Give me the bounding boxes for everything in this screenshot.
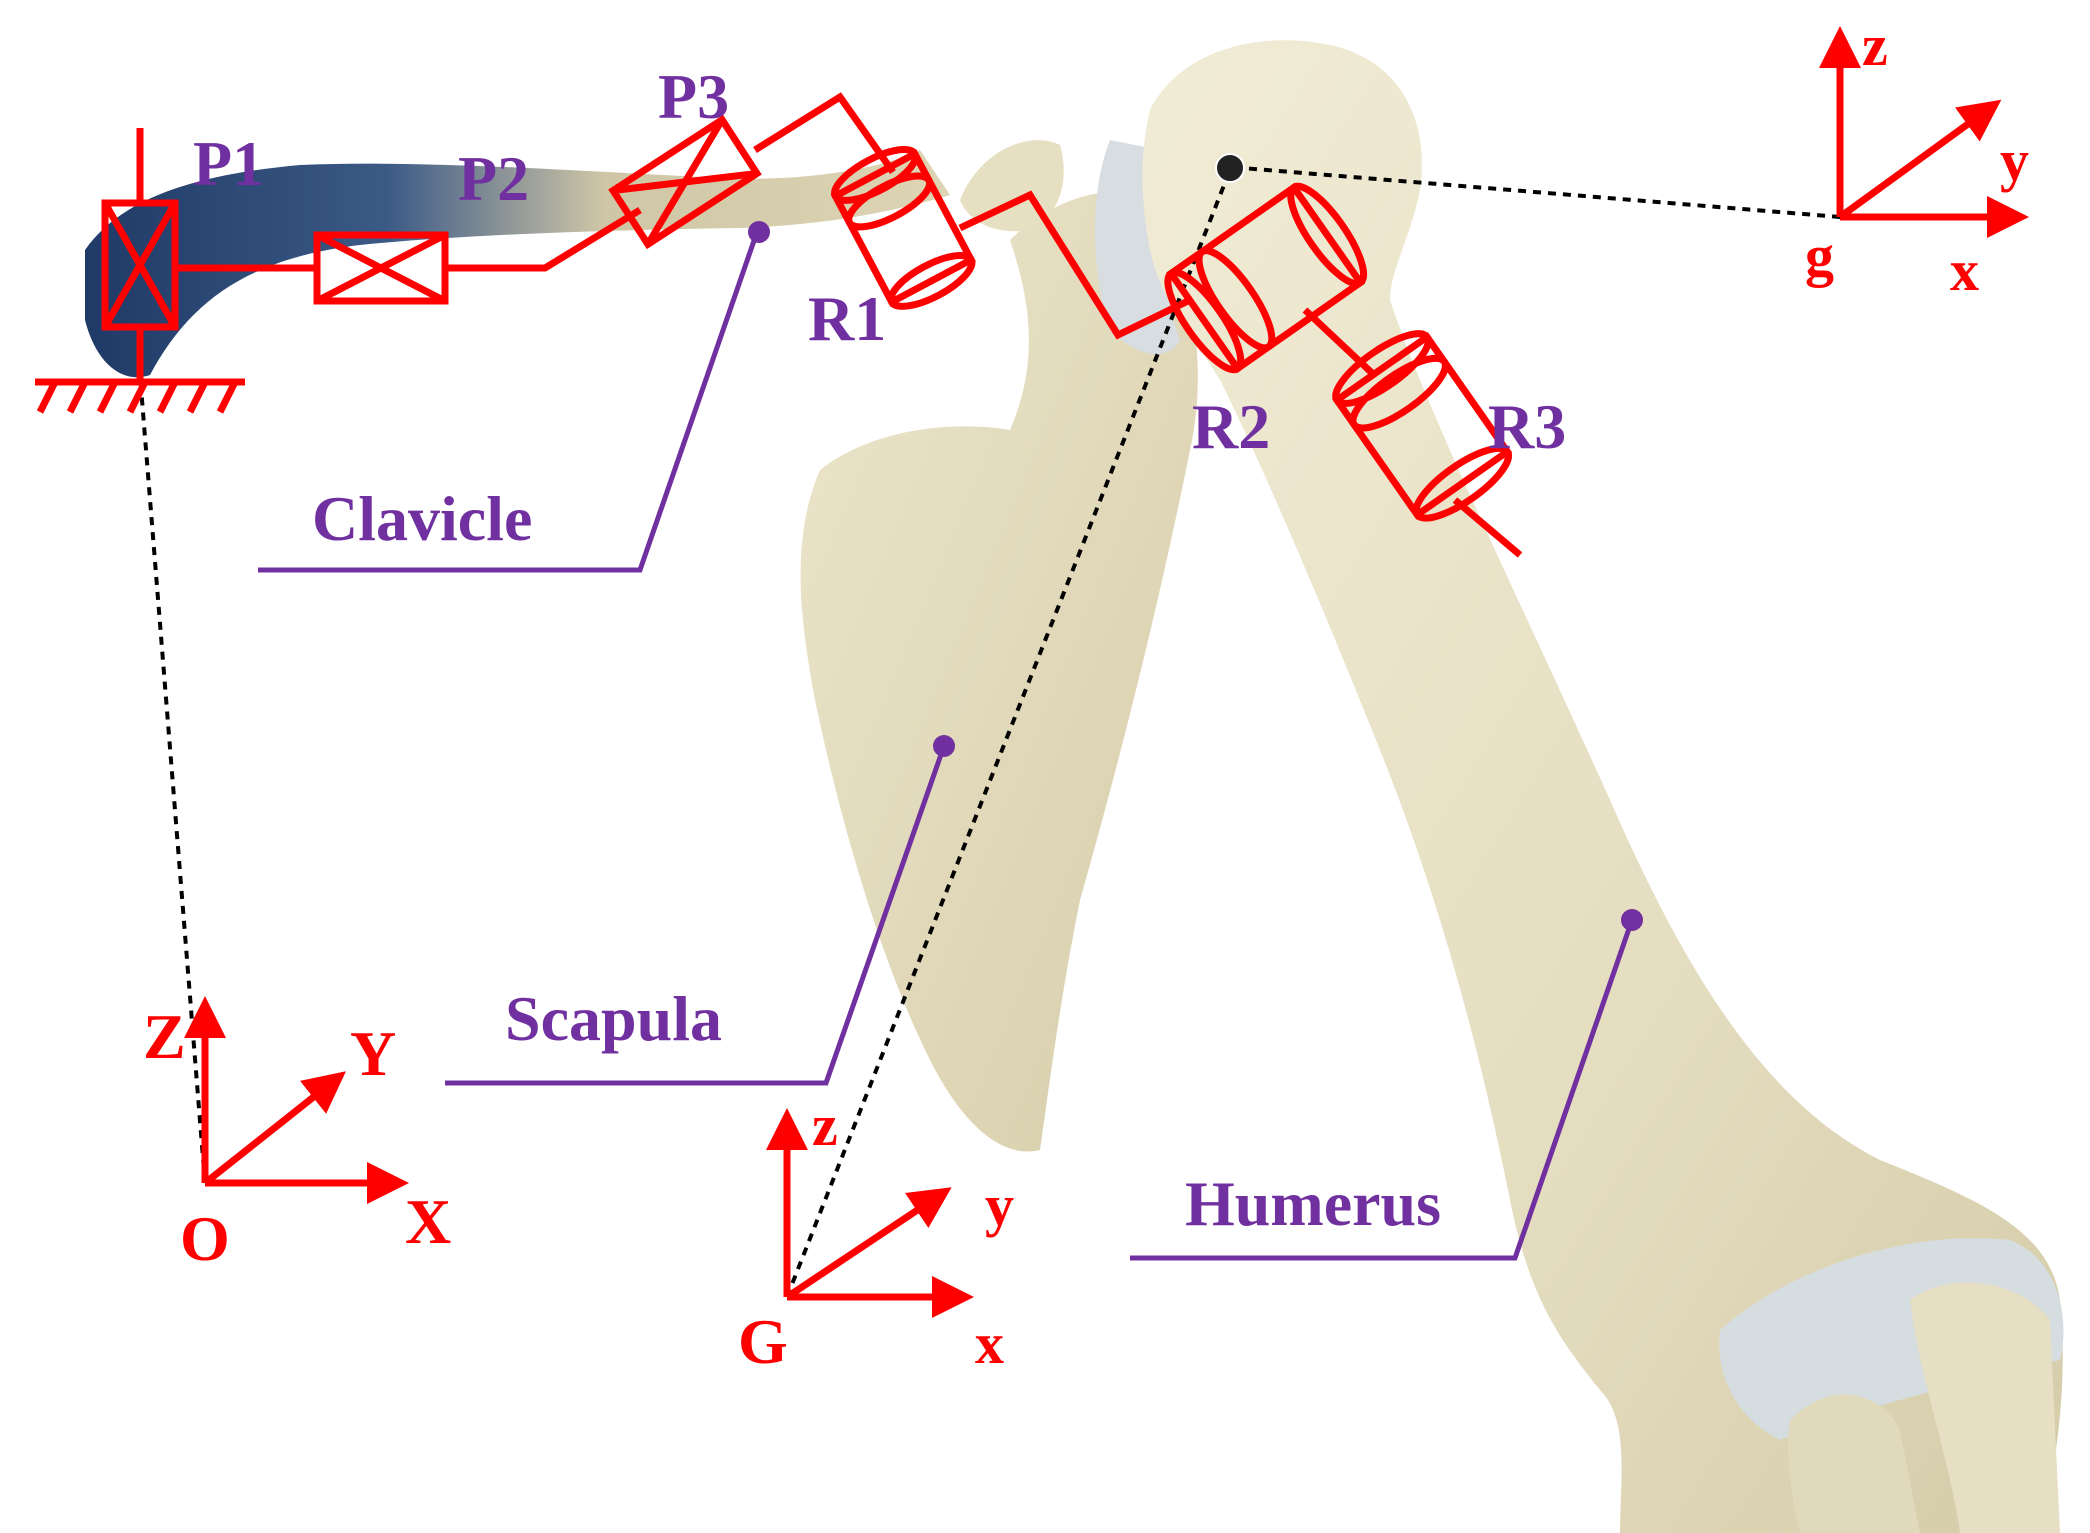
vector-g-to-humeral-head	[1229, 165, 1841, 219]
label-frame-G-origin: G	[738, 1306, 788, 1377]
ground-symbol	[35, 378, 245, 414]
link-r1-r2	[958, 190, 1192, 340]
frame-scapula	[766, 1108, 974, 1318]
humerus-leader	[1130, 919, 1635, 1261]
link-p3-r1	[753, 92, 896, 175]
p3-joint	[608, 114, 762, 250]
label-r3: R3	[1488, 391, 1566, 462]
label-frame-g-z: z	[1862, 13, 1888, 78]
humerus-point	[1621, 909, 1643, 931]
label-frame-g-x: x	[1950, 238, 1979, 303]
clavicle-leader	[258, 231, 760, 573]
kinematic-chain	[35, 92, 1523, 558]
position-vectors	[138, 165, 1841, 1298]
label-p1: P1	[193, 128, 264, 199]
r3-axis-tail	[1452, 497, 1523, 558]
label-frame-g-y: y	[2000, 128, 2029, 193]
scapula-leader	[445, 745, 947, 1086]
label-frame-O-z: Z	[143, 1001, 186, 1072]
label-frame-O-x: X	[405, 1186, 451, 1257]
humeral-head-center-marker	[1215, 153, 1245, 183]
r3-joint	[1332, 330, 1513, 522]
label-scapula: Scapula	[505, 983, 722, 1054]
p2-joint	[313, 231, 449, 305]
label-frame-g-origin: g	[1805, 223, 1834, 288]
label-frame-O-origin: O	[180, 1203, 230, 1274]
label-frame-G-y: y	[985, 1173, 1014, 1238]
scapula-bone	[800, 192, 1198, 1152]
label-frame-G-x: x	[975, 1311, 1004, 1376]
scapula-point	[933, 735, 955, 757]
link-p2-p3	[445, 207, 642, 272]
r2-joint	[1164, 182, 1368, 374]
label-p3: P3	[658, 61, 729, 132]
label-clavicle: Clavicle	[312, 483, 532, 554]
clavicle-point	[748, 221, 770, 243]
label-humerus: Humerus	[1185, 1168, 1441, 1239]
leader-lines	[258, 221, 1643, 1261]
label-frame-O-y: Y	[350, 1018, 396, 1089]
bone-illustration	[85, 40, 2064, 1533]
vector-G-to-humeral-head	[785, 169, 1232, 1298]
humerus-bone	[1142, 40, 2063, 1533]
forearm-bone-2	[1788, 1394, 1920, 1533]
vector-O-to-P1	[138, 374, 207, 1184]
label-r2: R2	[1192, 391, 1270, 462]
frame-humerus	[1819, 26, 2029, 238]
clavicle-bone	[85, 150, 950, 378]
label-r1: R1	[808, 283, 886, 354]
label-frame-G-z: z	[812, 1093, 838, 1158]
frame-ground	[184, 996, 409, 1204]
forearm-bone	[1910, 1282, 2060, 1533]
glenoid-cartilage	[1095, 140, 1180, 354]
label-p2: P2	[458, 143, 529, 214]
r1-joint	[830, 146, 976, 310]
